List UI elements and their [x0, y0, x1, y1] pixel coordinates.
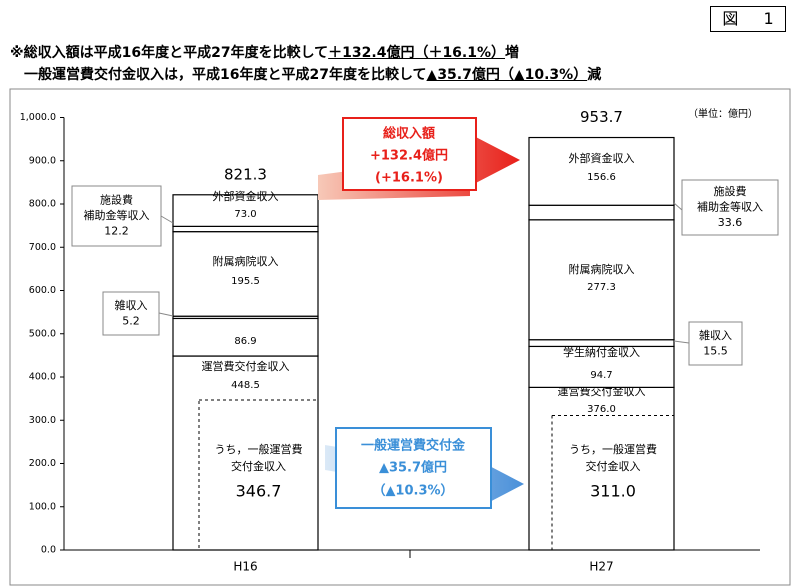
callout-text: 補助金等収入 — [697, 200, 763, 214]
sub-component-label: 交付金収入 — [231, 459, 286, 473]
sub-component-label: うち，一般運営費 — [569, 442, 657, 456]
callout-text: 施設費 — [714, 184, 747, 198]
note-total-revenue: ※総収入額は平成16年度と平成27年度を比較して＋132.4億円（＋16.1%）… — [10, 42, 519, 62]
callout-box — [102, 291, 160, 336]
plot-frame — [9, 88, 791, 586]
bar-segment — [528, 345, 675, 388]
sub-component-box — [551, 414, 675, 551]
y-tick-label: 0.0 — [41, 545, 56, 556]
segment-value-label: 277.3 — [587, 282, 616, 293]
segment-value-label: 73.0 — [234, 209, 256, 220]
callout-box — [688, 321, 743, 366]
callout-text: 補助金等収入 — [84, 208, 150, 222]
bar-segment — [528, 204, 675, 221]
segment-name-label: 附属病院収入 — [569, 262, 635, 276]
callout-leader — [673, 340, 690, 344]
y-tick-label: 900.0 — [29, 155, 56, 166]
bar-segment — [172, 225, 319, 233]
segment-value-label: 86.9 — [234, 336, 256, 347]
x-tick-label: H27 — [589, 560, 613, 574]
decrease-percent: （▲10.3%） — [372, 483, 453, 499]
segment-name-label: 運営費交付金収入 — [202, 359, 290, 373]
segment-value-label: 156.6 — [587, 172, 616, 183]
increase-percent: (+16.1%) — [375, 171, 443, 186]
bar-segment — [528, 339, 675, 348]
segment-value-label: 376.0 — [587, 404, 616, 415]
bar-segment — [172, 194, 319, 227]
segment-value-label: 94.7 — [590, 370, 612, 381]
callout-text: 施設費 — [100, 193, 133, 207]
segment-name-label: 附属病院収入 — [213, 254, 279, 268]
callout-leader — [160, 215, 174, 224]
segment-name-label: 外部資金収入 — [569, 151, 635, 165]
callout-text: 雑収入 — [699, 328, 732, 342]
bar-segment — [528, 136, 675, 206]
total-label: 953.7 — [580, 108, 623, 126]
callout-box — [681, 179, 779, 236]
callout-text: 12.2 — [104, 225, 129, 238]
y-tick-label: 1,000.0 — [20, 112, 56, 123]
callout-leader — [673, 202, 683, 211]
segment-value-label: 195.5 — [231, 276, 260, 287]
total-label: 821.3 — [224, 165, 267, 183]
segment-value-label: 448.5 — [231, 380, 260, 391]
note1-prefix: ※総収入額は平成16年度と平成27年度を比較して — [10, 45, 329, 61]
increase-amount: +132.4億円 — [370, 148, 448, 164]
note1-value: ＋132.4億円（＋16.1%） — [328, 45, 506, 61]
note2-suffix: 減 — [587, 67, 602, 83]
increase-box — [342, 117, 477, 191]
bar-segment — [528, 386, 675, 551]
y-tick-label: 300.0 — [29, 415, 56, 426]
increase-title: 総収入額 — [383, 126, 435, 142]
y-tick-label: 400.0 — [29, 372, 56, 383]
callout-text: 15.5 — [703, 344, 728, 357]
y-tick-label: 500.0 — [29, 328, 56, 339]
note2-prefix: 一般運営費交付金収入は，平成16年度と平成27年度を比較して — [24, 67, 427, 83]
callout-text: 5.2 — [122, 314, 140, 327]
y-tick-label: 100.0 — [29, 501, 56, 512]
decrease-amount: ▲35.7億円 — [379, 460, 447, 476]
bar-segment — [172, 355, 319, 551]
callout-text: 雑収入 — [115, 298, 148, 312]
bar-segment — [528, 219, 675, 341]
note-operating-grant: 一般運営費交付金収入は，平成16年度と平成27年度を比較して▲35.7億円（▲1… — [24, 64, 601, 84]
y-tick-label: 800.0 — [29, 199, 56, 210]
bar-segment — [172, 231, 319, 317]
sub-component-value: 311.0 — [590, 482, 636, 501]
decrease-title: 一般運営費交付金 — [361, 438, 466, 454]
y-tick-label: 700.0 — [29, 242, 56, 253]
decrease-box — [335, 427, 492, 509]
note1-suffix: 増 — [505, 45, 520, 61]
y-tick-label: 200.0 — [29, 458, 56, 469]
sub-component-label: 交付金収入 — [586, 459, 641, 473]
figure-label: 図 1 — [710, 6, 786, 32]
x-tick-label: H16 — [233, 560, 257, 574]
segment-name-label: 学生納付金収入 — [563, 345, 640, 359]
segment-name-label: 外部資金収入 — [213, 189, 279, 203]
callout-text: 33.6 — [718, 216, 743, 229]
unit-label: （単位：億円） — [688, 107, 758, 120]
y-tick-label: 600.0 — [29, 285, 56, 296]
sub-component-label: うち，一般運営費 — [215, 442, 303, 456]
sub-component-box — [198, 399, 319, 551]
note2-value: ▲35.7億円（▲10.3%） — [426, 67, 588, 83]
callout-leader — [158, 312, 174, 317]
sub-component-value: 346.7 — [236, 482, 282, 501]
